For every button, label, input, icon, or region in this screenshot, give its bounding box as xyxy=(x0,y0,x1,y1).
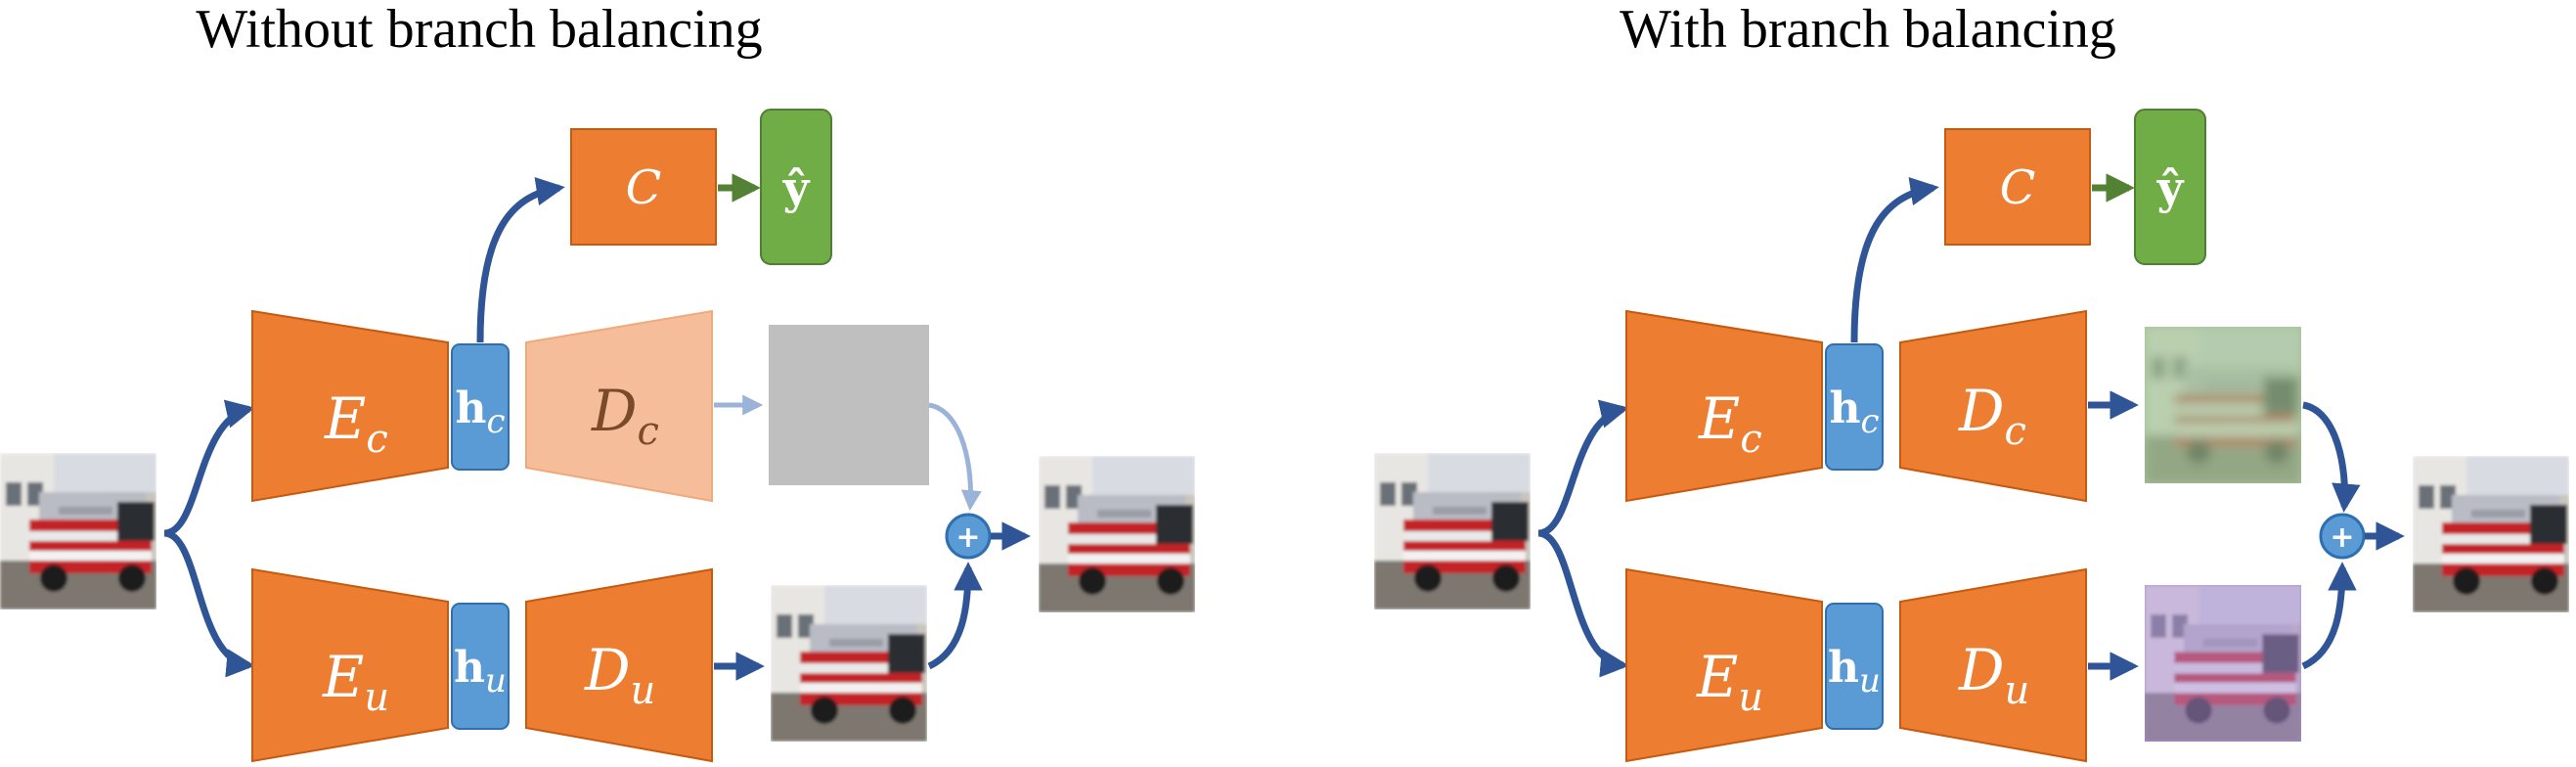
panel-without-balancing: Without branch balancing Ec Eu hc hu C ŷ xyxy=(0,0,1195,763)
reconstruction-c-blurry xyxy=(2145,327,2301,483)
arrow-input-to-eu xyxy=(163,529,255,678)
encoder-u xyxy=(1625,567,1823,763)
decoder-u xyxy=(1899,567,2087,763)
reconstruction-c-gray xyxy=(769,325,929,485)
latent-u xyxy=(1825,603,1884,730)
encoder-c xyxy=(251,309,449,503)
classifier xyxy=(1944,128,2091,246)
encoder-u-label: Eu xyxy=(322,644,389,720)
latent-u-label: hu xyxy=(1828,643,1881,700)
encoder-u xyxy=(251,567,449,763)
arrow-recon-u-to-sum xyxy=(927,562,983,670)
sum-symbol: + xyxy=(2330,520,2354,555)
arrow-hc-to-classifier xyxy=(476,177,565,343)
output-image xyxy=(2413,456,2569,612)
arrow-recon-c-to-sum xyxy=(2302,401,2361,513)
sum-node xyxy=(945,513,992,560)
prediction-label: ŷ xyxy=(782,161,811,214)
prediction-output xyxy=(760,109,832,265)
decoder-c-label: Dc xyxy=(1958,378,2026,454)
decoder-c xyxy=(1899,309,2087,503)
sum-node xyxy=(2319,513,2366,560)
latent-c xyxy=(451,343,510,471)
encoder-u-label: Eu xyxy=(1696,644,1763,720)
classifier-label: C xyxy=(626,160,662,215)
arrow-recon-u-to-sum xyxy=(2301,562,2357,670)
arrow-hc-to-classifier xyxy=(1850,177,1939,343)
panel-title: With branch balancing xyxy=(1620,0,2116,60)
latent-u xyxy=(451,603,510,730)
reconstruction-u-image xyxy=(771,585,927,742)
classifier xyxy=(570,128,717,246)
arrow-recon-c-to-sum xyxy=(928,402,982,512)
decoder-u xyxy=(525,567,713,763)
encoder-c-label: Ec xyxy=(324,385,388,462)
input-image xyxy=(1374,453,1531,609)
output-image xyxy=(1039,456,1195,612)
encoder-c-label: Ec xyxy=(1698,385,1762,462)
prediction-output xyxy=(2134,109,2206,265)
sum-symbol: + xyxy=(955,520,980,555)
decoder-c-label: Dc xyxy=(591,378,659,454)
latent-c-label: hc xyxy=(455,384,505,441)
classifier-label: C xyxy=(2000,160,2036,215)
reconstruction-u-blurry xyxy=(2145,585,2301,742)
arrow-input-to-ec xyxy=(1537,399,1629,537)
decoder-c xyxy=(525,309,713,503)
latent-c-label: hc xyxy=(1829,384,1879,441)
prediction-label: ŷ xyxy=(2156,161,2185,214)
input-image xyxy=(0,453,156,609)
encoder-c xyxy=(1625,309,1823,503)
arrow-input-to-eu xyxy=(1537,529,1629,678)
arrow-input-to-ec xyxy=(163,399,255,537)
decoder-u-label: Du xyxy=(1958,637,2029,713)
panel-title: Without branch balancing xyxy=(196,0,762,60)
decoder-u-label: Du xyxy=(584,637,655,713)
latent-c xyxy=(1825,343,1884,471)
latent-u-label: hu xyxy=(454,643,507,700)
panel-with-balancing: With branch balancing Ec Eu hc hu C ŷ Dc… xyxy=(1374,0,2569,763)
